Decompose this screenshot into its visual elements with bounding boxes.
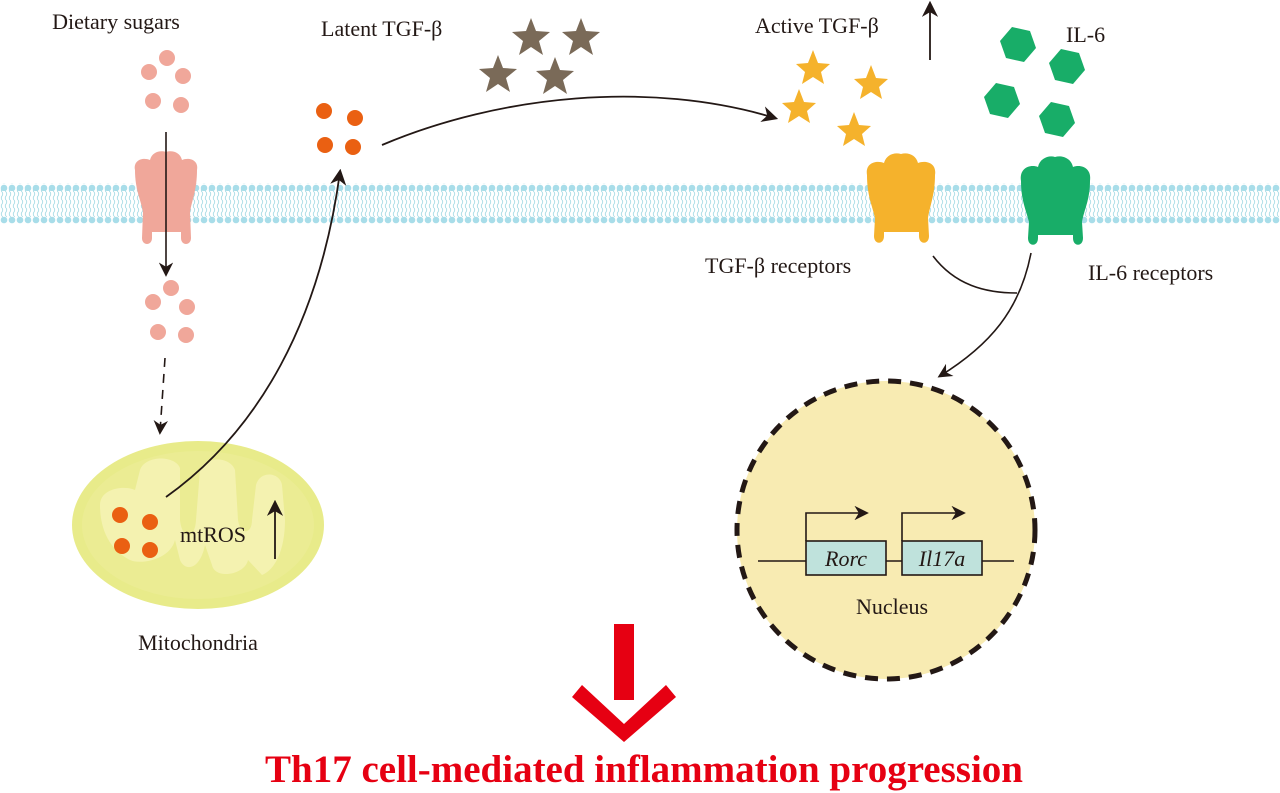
sugar-molecule [173,97,189,113]
tgfb-signal-line [932,255,1018,294]
latent-tgfb-stars [479,18,600,94]
latent-tgfb-star [562,18,600,55]
gene-il17a-label: Il17a [918,546,965,571]
ros-molecule [114,538,130,554]
ros-release-arrow [165,168,347,498]
latent-tgfb-star [512,18,550,55]
ros-molecules-mitochondrial [112,507,158,558]
il6-hexagon [1039,102,1075,137]
mtros-label: mtROS [180,522,246,547]
sugar-molecule [163,280,179,296]
active-tgfb-star [796,50,830,84]
tgfb-activation-arrow [381,95,779,146]
mitochondria-label: Mitochondria [138,630,258,655]
gene-rorc: Rorc [805,505,887,576]
sugar-molecule [145,93,161,109]
active-tgfb-star [782,89,816,123]
tgfb-receptor [866,153,936,243]
tgfb-receptors-label: TGF-β receptors [705,253,851,278]
ros-molecules-extracellular [316,103,363,155]
il6-receptor [1020,156,1091,245]
ros-molecule [316,103,332,119]
il6-receptors-label: IL-6 receptors [1088,260,1213,285]
il6-molecules [984,27,1085,137]
latent-tgfb-label: Latent TGF-β [321,16,442,41]
sugar-molecule [145,294,161,310]
combined-signal-arrow [937,252,1032,378]
nucleus: Rorc Il17a Nucleus [734,378,1038,682]
ros-molecule [142,542,158,558]
sugar-molecule [141,64,157,80]
active-tgfb-stars [782,50,888,146]
il6-hexagon [1000,27,1036,62]
il6-hexagon [984,83,1020,118]
sugar-molecule [175,68,191,84]
nucleus-label: Nucleus [856,594,928,619]
ros-molecule [347,110,363,126]
sugar-molecule [178,327,194,343]
ros-molecule [317,137,333,153]
sugar-molecules-extracellular [141,50,191,113]
sugar-to-mitochondria-arrow [153,357,168,435]
sugar-molecule [159,50,175,66]
active-tgfb-star [837,112,871,146]
ros-molecule [112,507,128,523]
sugar-molecule [179,299,195,315]
active-tgfb-star [854,65,888,99]
il6-hexagon [1049,49,1085,84]
sugar-molecule [150,324,166,340]
il6-label: IL-6 [1066,22,1105,47]
gene-il17a: Il17a [901,505,983,576]
latent-tgfb-star [536,57,574,94]
ros-molecule [142,514,158,530]
active-tgfb-label: Active TGF-β [755,13,879,38]
dietary-sugars-label: Dietary sugars [52,9,180,34]
outcome-title: Th17 cell-mediated inflammation progress… [265,748,1023,791]
outcome-arrow [572,624,676,742]
il17a-transcription-arrow [901,505,966,541]
latent-tgfb-star [479,55,517,92]
rorc-transcription-arrow [805,505,869,541]
gene-rorc-label: Rorc [824,546,867,571]
ros-molecule [345,139,361,155]
sugar-molecules-intracellular [145,280,195,343]
